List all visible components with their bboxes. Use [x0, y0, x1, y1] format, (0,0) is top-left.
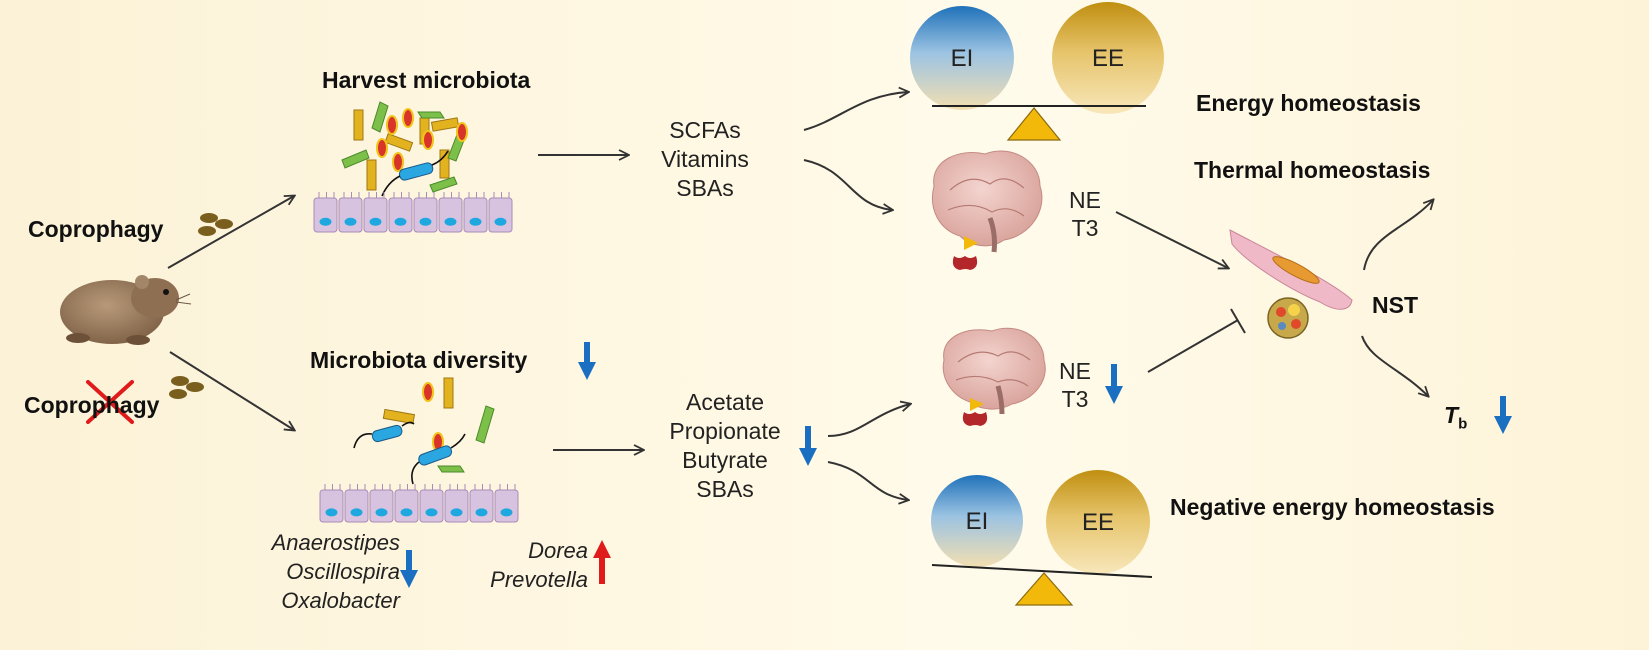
cell-nucleus	[444, 217, 457, 226]
cell-nucleus	[325, 508, 338, 517]
cell-nucleus	[344, 217, 357, 226]
metabolite-vitamins: Vitamins	[661, 146, 749, 172]
cell-nucleus	[425, 508, 438, 517]
fat-cell-icon	[1267, 297, 1309, 339]
ee-label-bottom: EE	[1081, 509, 1114, 536]
thyroid-icon	[952, 256, 978, 270]
cell-nucleus	[319, 217, 332, 226]
fecal-pellets-icon	[198, 213, 233, 236]
genera-increased: Dorea Prevotella	[490, 536, 588, 594]
epithelial-cell	[388, 197, 413, 233]
down-arrow-icon	[400, 550, 418, 588]
brown-adipocyte-icon	[1229, 229, 1353, 310]
epithelial-cell	[444, 489, 469, 523]
cell-nucleus	[500, 508, 513, 517]
down-arrow-icon	[578, 342, 596, 380]
epithelial-cell	[463, 197, 488, 233]
tb-subscript: b	[1458, 415, 1468, 433]
epithelial-cell	[344, 489, 369, 523]
microbiota-diversity-label: Microbiota diversity	[310, 347, 528, 373]
vole-icon	[60, 275, 192, 345]
gut-epithelium-icon	[313, 192, 513, 233]
down-arrow-icon	[1494, 396, 1512, 434]
metabolites-bottom: Acetate Propionate Butyrate SBAs	[660, 388, 790, 504]
hormones-bottom: NE T3	[1045, 357, 1105, 413]
genus-oscillospira: Oscillospira	[286, 559, 400, 584]
harvest-microbiota-label: Harvest microbiota	[322, 67, 531, 93]
genus-prevotella: Prevotella	[490, 567, 588, 592]
metabolite-propionate: Propionate	[669, 418, 781, 444]
ee-label-top: EE	[1091, 45, 1124, 72]
epithelial-cell	[363, 197, 388, 233]
cell-nucleus	[400, 508, 413, 517]
ei-label-bottom: EI	[965, 508, 989, 535]
metabolite-sbas: SBAs	[696, 476, 754, 502]
genus-dorea: Dorea	[528, 538, 588, 563]
hormone-ne: NE	[1069, 187, 1101, 213]
microbiota-icon	[353, 377, 495, 485]
metabolite-sbas: SBAs	[676, 175, 734, 201]
nst-label: NST	[1372, 292, 1418, 318]
epithelial-cell	[469, 489, 494, 523]
epithelial-cell	[319, 489, 344, 523]
energy-homeostasis-label: Energy homeostasis	[1196, 90, 1421, 116]
balance-icon	[910, 2, 1164, 141]
cell-nucleus	[450, 508, 463, 517]
cell-nucleus	[494, 217, 507, 226]
hormone-t3: T3	[1071, 215, 1099, 241]
cell-nucleus	[350, 508, 363, 517]
genus-oxalobacter: Oxalobacter	[281, 588, 400, 613]
metabolite-acetate: Acetate	[686, 389, 764, 415]
genera-decreased: Anaerostipes Oscillospira Oxalobacter	[272, 528, 400, 615]
flow-arrows	[167, 92, 1433, 500]
metabolite-butyrate: Butyrate	[682, 447, 768, 473]
inhibition-line	[1147, 308, 1246, 373]
body-temperature-label: Tb	[1444, 402, 1467, 433]
epithelial-cell	[419, 489, 444, 523]
down-arrow-icon	[1105, 364, 1123, 404]
up-arrow-icon	[593, 540, 611, 584]
thermal-homeostasis-label: Thermal homeostasis	[1194, 157, 1431, 183]
metabolite-scfas: SCFAs	[669, 117, 741, 143]
epithelial-cell	[413, 197, 438, 233]
epithelial-cell	[488, 197, 513, 233]
fecal-pellets-icon	[169, 376, 204, 399]
epithelial-cell	[313, 197, 338, 233]
brain-icon	[942, 327, 1046, 415]
epithelial-cell	[394, 489, 419, 523]
hormone-ne: NE	[1059, 358, 1091, 384]
gut-epithelium-icon	[319, 484, 519, 523]
tb-main: T	[1444, 402, 1459, 428]
thyroid-icon	[962, 412, 988, 426]
brain-icon	[932, 150, 1043, 253]
hormone-t3: T3	[1061, 386, 1089, 412]
red-cross-icon	[86, 380, 134, 424]
metabolites-top: SCFAs Vitamins SBAs	[660, 116, 750, 203]
balance-icon	[931, 470, 1153, 606]
microbiota-icon	[341, 101, 468, 197]
cell-nucleus	[419, 217, 432, 226]
down-arrow-icon	[799, 426, 817, 466]
coprophagy-absent-label: Coprophagy	[24, 392, 160, 418]
negative-energy-homeostasis-label: Negative energy homeostasis	[1170, 494, 1495, 520]
cell-nucleus	[369, 217, 382, 226]
ei-label-top: EI	[950, 45, 974, 72]
epithelial-cell	[494, 489, 519, 523]
cell-nucleus	[475, 508, 488, 517]
cell-nucleus	[375, 508, 388, 517]
epithelial-cell	[438, 197, 463, 233]
cell-nucleus	[394, 217, 407, 226]
cell-nucleus	[469, 217, 482, 226]
hormones-top: NE T3	[1055, 186, 1115, 242]
genus-anaerostipes: Anaerostipes	[271, 530, 400, 555]
epithelial-cell	[338, 197, 363, 233]
coprophagy-label: Coprophagy	[28, 216, 164, 242]
epithelial-cell	[369, 489, 394, 523]
